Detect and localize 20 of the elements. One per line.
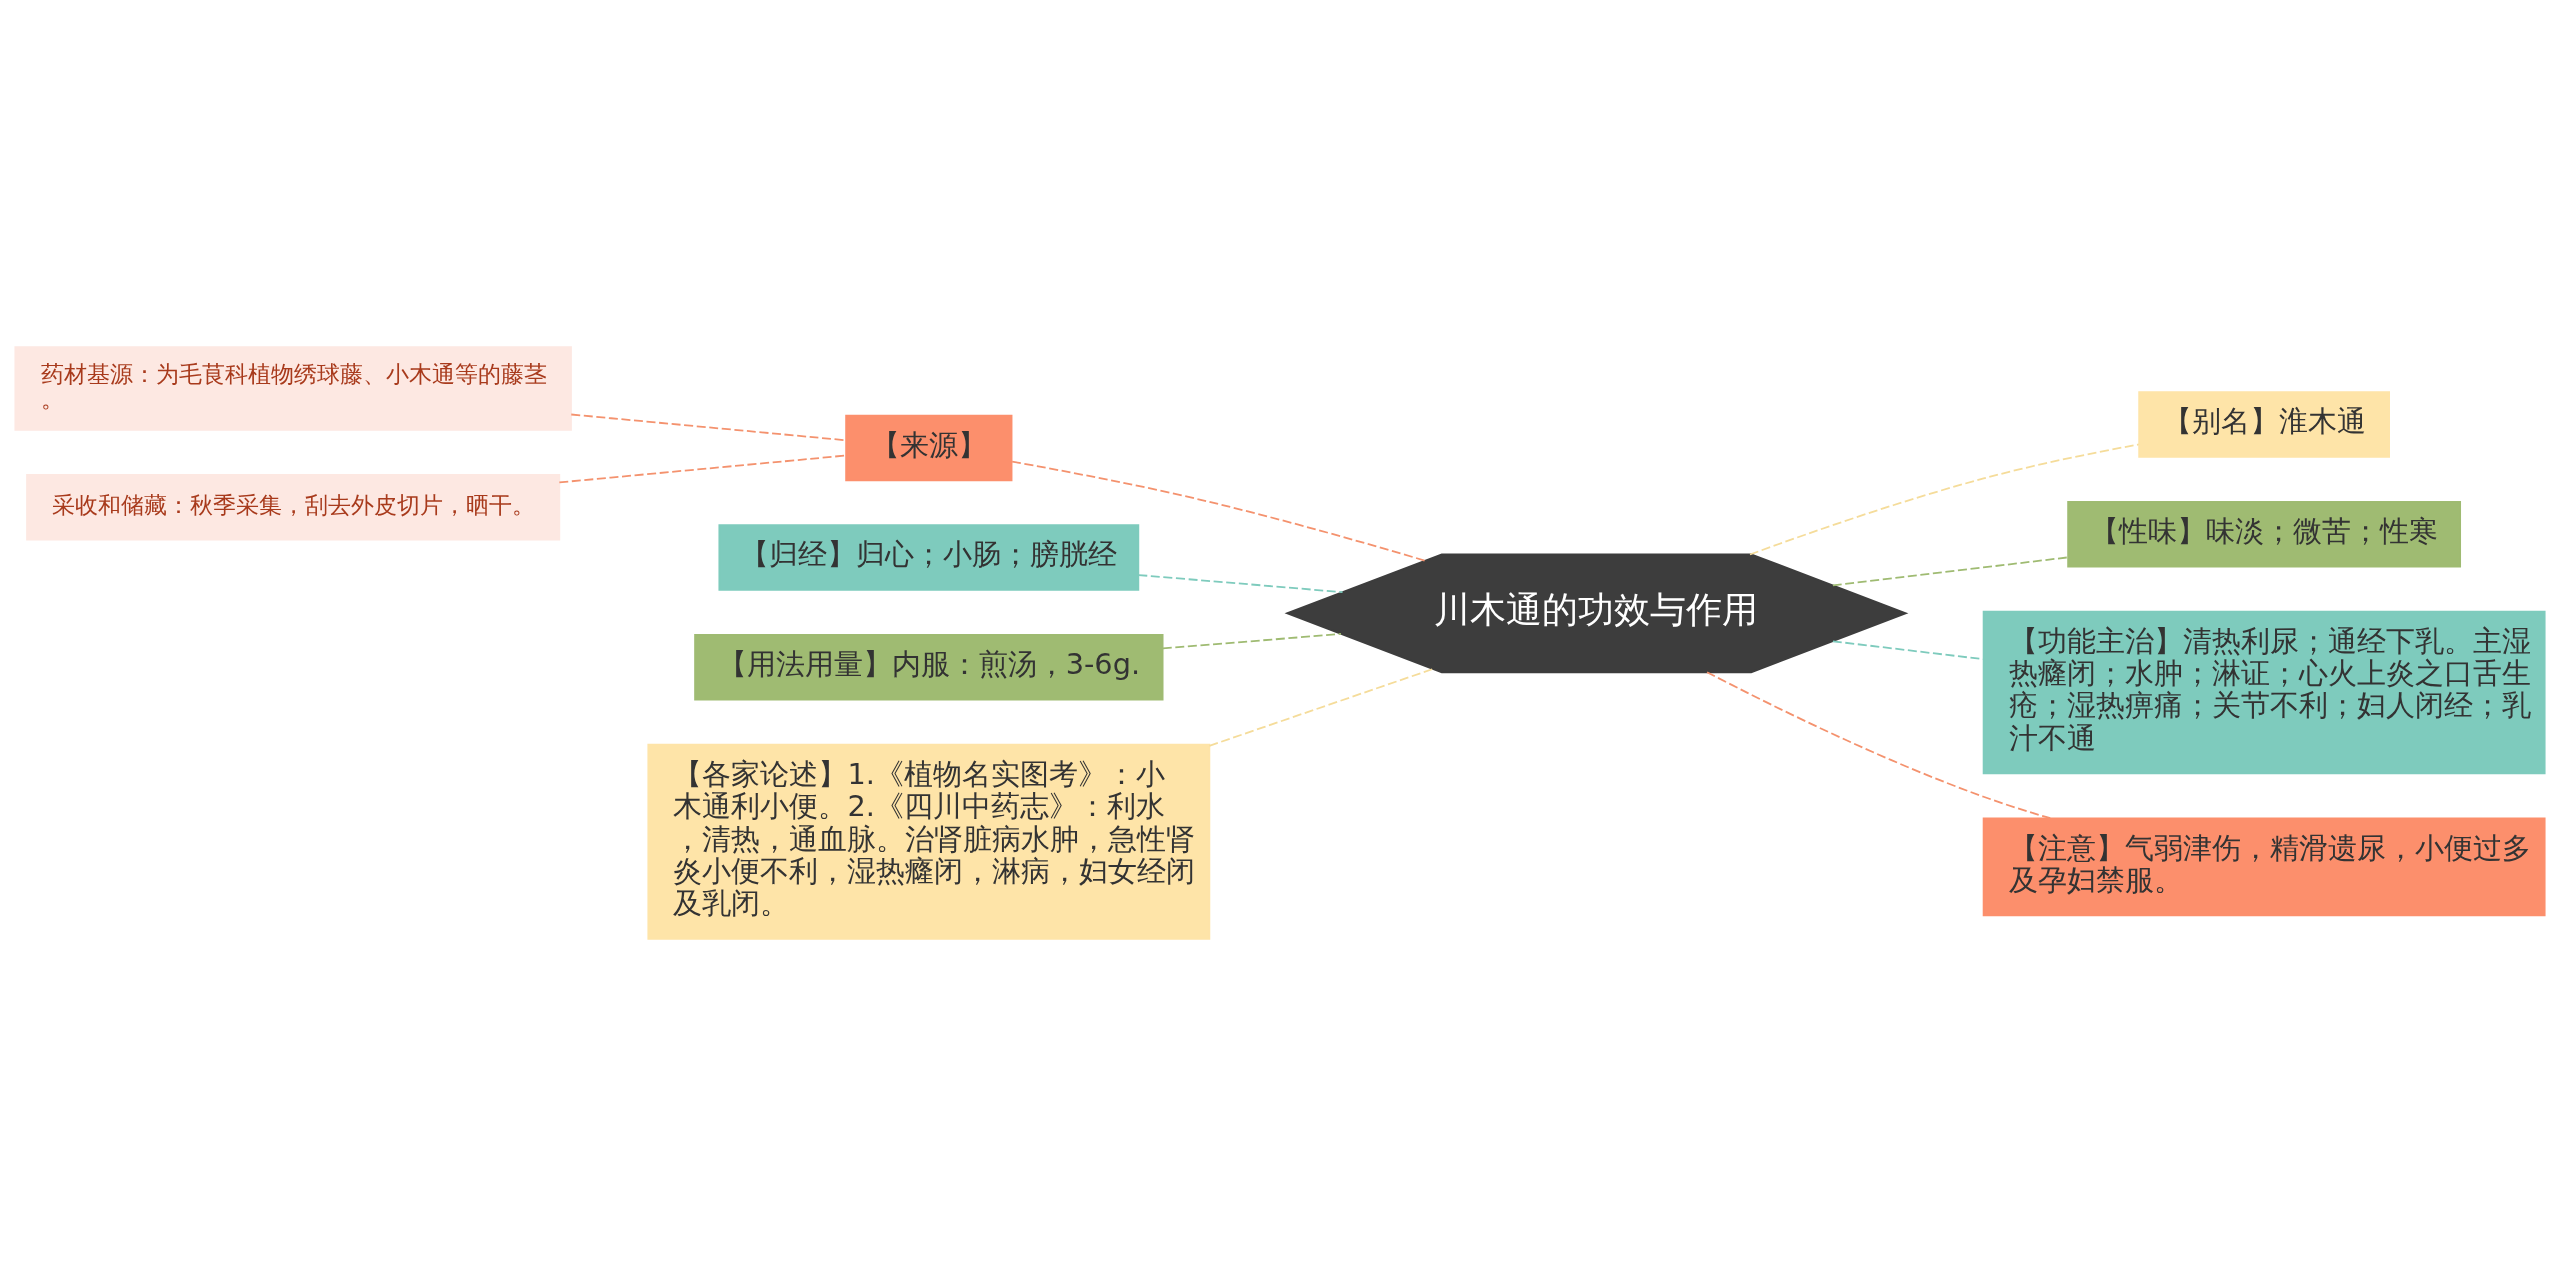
connector bbox=[1749, 443, 2140, 555]
node-box: 【性味】味淡；微苦；性寒 bbox=[2067, 500, 2462, 567]
node-box: 【用法用量】内服：煎汤，3-6g. bbox=[694, 633, 1164, 701]
connector bbox=[1208, 667, 1434, 747]
connector bbox=[1832, 555, 2069, 586]
connector bbox=[1832, 639, 1985, 660]
node-box: 药材基源：为毛茛科植物绣球藤、小木通等的藤茎。 bbox=[14, 345, 572, 431]
connector bbox=[1011, 460, 1426, 561]
node-box: 【注意】气弱津伤，精滑遗尿，小便过多及孕妇禁服。 bbox=[1982, 816, 2546, 916]
node-box: 【归经】归心；小肠；膀胱经 bbox=[718, 523, 1140, 591]
connector bbox=[558, 454, 847, 483]
node-box: 【各家论述】1.《植物名实图考》：小木通利小便。2.《四川中药志》：利水，清热，通血脉。治肾脏病水肿，急性肾炎小便不利，湿热癃闭，淋病，妇女经闭及乳闭。 bbox=[647, 743, 1211, 940]
node-box: 【来源】 bbox=[845, 414, 1013, 481]
connector bbox=[1137, 573, 1344, 593]
connector bbox=[570, 413, 847, 441]
node-box: 采收和储藏：秋季采集，刮去外皮切片，晒干。 bbox=[26, 473, 561, 540]
connector bbox=[1162, 632, 1342, 649]
node-box: 【功能主治】清热利尿；通经下乳。主湿热癃闭；水肿；淋证；心火上炎之口舌生疮；湿热痹痛；关节不利；妇人闭经；乳汁不通 bbox=[1982, 610, 2546, 774]
node-box: 【别名】淮木通 bbox=[2138, 390, 2390, 458]
connector bbox=[1706, 670, 2052, 819]
